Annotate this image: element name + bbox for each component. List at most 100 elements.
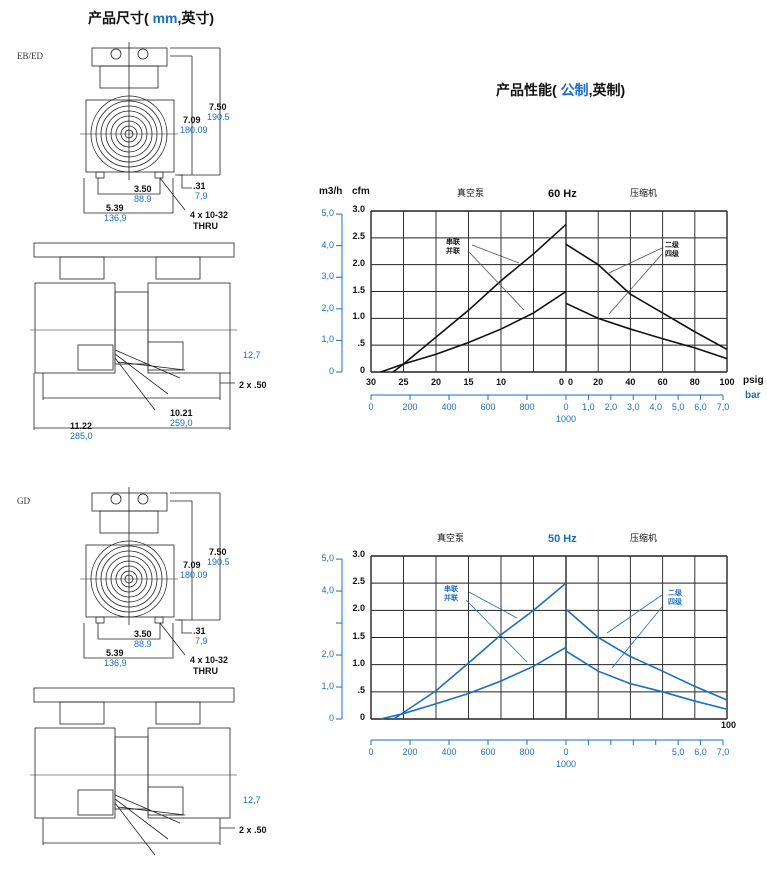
y-tick: .5: [357, 338, 365, 349]
bar-tick-label: 4,0: [649, 402, 662, 412]
dim-value: 4 x 10-32: [190, 210, 229, 220]
x-tick: 20: [430, 377, 442, 387]
m3h-tick-label: 2,0: [321, 649, 334, 660]
mbar-tick-label: 200: [402, 747, 418, 757]
dim-value: 12,7: [243, 350, 261, 360]
vacuum-label: 真空泵: [437, 533, 465, 543]
chart-title: 60 Hz: [548, 188, 577, 200]
m3h-tick-label: 1,0: [321, 334, 334, 345]
dim-value: 190.5: [207, 112, 230, 122]
dim-value: 285,0: [70, 431, 93, 441]
y-axis-label: cfm: [352, 186, 370, 197]
x-tick: 0: [558, 377, 564, 387]
bar-tick-label: 1,0: [582, 402, 595, 412]
series-label: 四级: [668, 599, 682, 606]
model-label: EB/ED: [17, 51, 43, 61]
mbar-tick-label: 0: [368, 402, 374, 412]
dim-value: .31: [193, 626, 206, 636]
mbar-tick-label: 400: [441, 747, 457, 757]
leader-line: [606, 594, 663, 634]
bar-tick-label: 5,0: [671, 747, 685, 757]
compressor-label: 压缩机: [630, 188, 658, 198]
dim-value: 7,9: [195, 636, 208, 646]
chart-1: [336, 555, 728, 745]
dim-value: 12,7: [243, 795, 261, 805]
bar-tick-label: 6,0: [694, 747, 707, 757]
x-tick: 20: [593, 377, 604, 387]
x-tick: 100: [721, 720, 737, 730]
m3h-tick-label: 4,0: [321, 585, 334, 596]
series-line-并联: [380, 646, 567, 720]
mbar-tick-label: 600: [480, 402, 496, 412]
dim-value: 136,9: [104, 658, 127, 668]
dim-value: 5.39: [106, 203, 124, 213]
dim-value: 2 x .50: [239, 380, 267, 390]
series-line-串联: [393, 582, 567, 720]
leader-line: [611, 606, 663, 669]
dim-value: 88.9: [134, 194, 152, 204]
x-tick: 0: [568, 377, 574, 387]
m3h-tick-label: 4,0: [321, 239, 334, 250]
dim-value: 10.21: [170, 408, 193, 418]
y2-axis-label: m3/h: [319, 186, 343, 197]
bar-tick-label: 2,0: [604, 402, 618, 412]
x-tick: 40: [625, 377, 636, 387]
y-tick: 1.0: [352, 311, 365, 322]
performance-title: 产品性能( 公制,英制): [496, 82, 626, 98]
dim-value: 4 x 10-32: [190, 655, 229, 665]
series-line-并联: [380, 290, 567, 373]
dim-value: 7,9: [195, 191, 208, 201]
model-label: GD: [17, 496, 30, 506]
mbar-end-label: 1000: [555, 414, 577, 424]
dim-value: 180.09: [180, 570, 208, 580]
dim-value: 7.09: [183, 115, 201, 125]
bar-label: bar: [745, 390, 761, 401]
dim-value: 88.9: [134, 639, 152, 649]
m3h-tick-label: 2,0: [321, 302, 334, 313]
y-tick: 1.0: [352, 657, 365, 668]
x-tick: 80: [689, 377, 700, 387]
chart-0: [336, 210, 728, 400]
dim-value: 3.50: [134, 184, 152, 194]
series-line-四级: [565, 650, 728, 710]
series-line-二级: [565, 608, 728, 701]
leader-line: [465, 599, 528, 663]
chart-title: 50 Hz: [548, 533, 577, 545]
dim-value: .31: [193, 181, 206, 191]
m3h-tick-label: 0: [328, 366, 334, 376]
dim-value: 7.50: [209, 102, 227, 112]
series-label: 串联: [444, 586, 458, 593]
bar-tick-label: 6,0: [694, 402, 707, 412]
mbar-end-label: 1000: [555, 759, 577, 769]
y-tick: 2.0: [352, 603, 365, 614]
dimensions-title: 产品尺寸( mm,英寸): [88, 10, 215, 26]
x-tick: 25: [398, 377, 409, 387]
y-tick: 2.5: [352, 576, 365, 587]
psig-label: psig: [743, 375, 764, 386]
x-tick: 30: [365, 377, 377, 387]
dim-value: 259,0: [170, 418, 193, 428]
leader-line: [468, 591, 518, 619]
series-line-串联: [392, 223, 567, 373]
dim-value: 2 x .50: [239, 825, 267, 835]
y-tick: 1.5: [352, 630, 365, 641]
x-tick: 10: [495, 377, 507, 387]
x-tick: 100: [719, 377, 735, 387]
dim-value: 5.39: [106, 648, 124, 658]
leader-line: [608, 253, 663, 315]
bar-tick-label: 3,0: [627, 402, 640, 412]
y-tick: .5: [357, 684, 365, 695]
dim-value: THRU: [193, 666, 218, 676]
bar-tick-label: 5,0: [671, 402, 685, 412]
x-tick: 60: [657, 377, 668, 387]
m3h-tick-label: 3,0: [321, 271, 334, 282]
bar-tick-label: 0: [563, 747, 569, 757]
y-tick: 2.5: [352, 230, 365, 241]
y-tick: 0: [359, 712, 365, 722]
y-tick: 2.0: [352, 257, 365, 268]
pump-drawing: [30, 487, 237, 856]
m3h-tick-label: 5,0: [321, 208, 334, 219]
compressor-label: 压缩机: [630, 533, 658, 543]
dim-value: 180.09: [180, 125, 208, 135]
